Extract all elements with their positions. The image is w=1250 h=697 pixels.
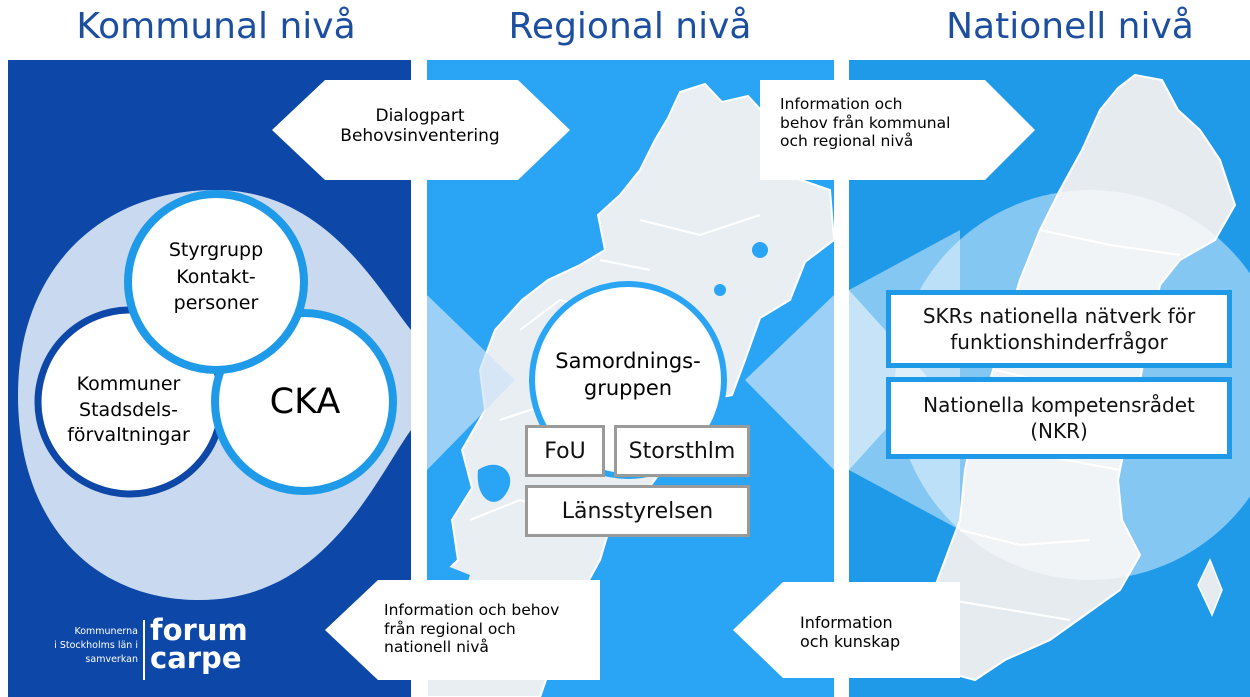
nkr-box: Nationella kompetensrådet(NKR) [886,377,1232,459]
lansstyrelsen-box: Länsstyrelsen [525,485,750,537]
logo-divider [143,620,145,680]
regional-ray-right [745,295,834,470]
regional-ray [427,295,515,470]
heading-national: Nationell nivå [946,6,1194,47]
samordning-text: Samordnings-gruppen [555,349,701,401]
arrow-top-center [272,80,570,180]
heading-regional: Regional nivå [508,6,752,47]
fou-box: FoU [525,425,605,477]
storsthlm-box: Storsthlm [614,425,750,477]
arrow-top-right [760,80,1035,180]
cka-text: CKA [269,382,341,422]
styrgrupp-circle [124,190,308,374]
arrow-bottom-right [733,582,960,678]
heading-municipal: Kommunal nivå [76,6,356,47]
arrow-bottom-center [325,580,600,680]
